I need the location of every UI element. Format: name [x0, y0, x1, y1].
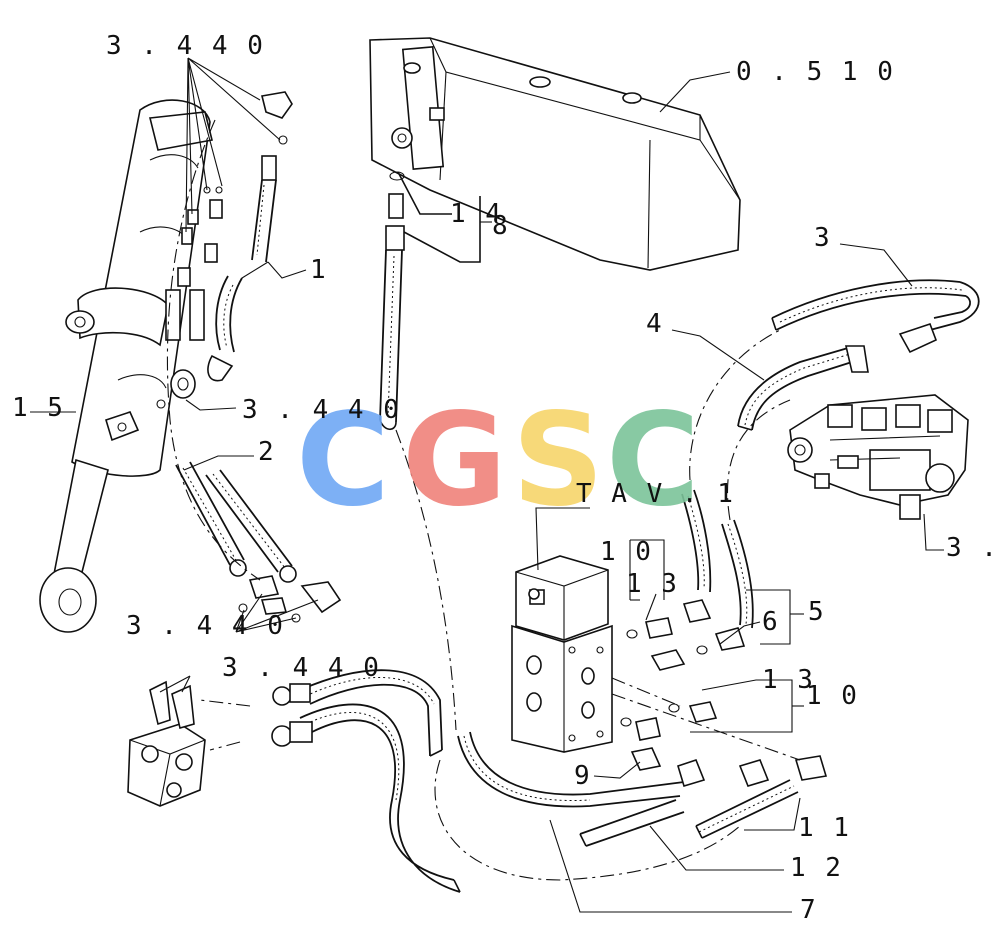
watermark-letter-1: C — [296, 386, 390, 535]
callout-labels: 3 . 4 4 0 0 . 5 1 0 1 1 4 8 1 5 3 . 4 4 … — [12, 31, 999, 925]
distributor-block — [511, 555, 613, 753]
fittings-group-top-left — [177, 91, 293, 287]
hose-4 — [737, 345, 869, 431]
watermark-letter-4: C — [606, 386, 700, 535]
hose-5 — [681, 489, 754, 651]
hose-7 — [271, 669, 461, 893]
callout-item-13-a: 1 3 — [626, 569, 679, 599]
tank-outlet-hose — [379, 171, 481, 431]
callout-bottom-left-ref-a: 3 . 4 4 0 — [126, 611, 285, 641]
block-fittings — [620, 617, 718, 771]
fittings-group-bottom — [238, 575, 342, 623]
callout-bottom-left-ref-b: 3 . 4 4 0 — [222, 653, 381, 683]
callout-item-2: 2 — [258, 437, 276, 467]
callout-item-3: 3 — [814, 223, 832, 253]
watermark-letter-3: S — [512, 386, 604, 535]
callout-valve-ref: 3 . — [946, 533, 999, 563]
callout-item-10-b: 1 0 — [806, 681, 859, 711]
hose-11 — [695, 755, 828, 839]
callout-tank-ref: 0 . 5 1 0 — [736, 57, 895, 87]
callout-item-11: 1 1 — [798, 813, 851, 843]
circuit-lines — [166, 119, 801, 881]
callout-item-12: 1 2 — [790, 853, 843, 883]
callout-item-7: 7 — [800, 895, 818, 925]
callout-item-9: 9 — [574, 761, 592, 791]
callout-item-4: 4 — [646, 309, 664, 339]
washer — [156, 369, 196, 409]
callout-item-6: 6 — [762, 607, 780, 637]
hydraulic-cylinder — [39, 99, 213, 633]
small-valve — [127, 680, 206, 807]
watermark-logo: C G S C — [296, 386, 700, 535]
watermark-letter-2: G — [402, 386, 507, 535]
callout-item-1: 1 — [310, 255, 328, 285]
callout-tav-ref: T A V . 1 — [576, 479, 735, 509]
callout-item-15: 1 5 — [12, 393, 65, 423]
callout-item-10-a: 1 0 — [600, 537, 653, 567]
callout-item-5: 5 — [808, 597, 826, 627]
hose-12 — [457, 731, 706, 847]
callout-item-8: 8 — [492, 211, 510, 241]
callout-item-14: 1 4 — [450, 199, 503, 229]
callout-item-13-b: 1 3 — [762, 665, 815, 695]
hose-2 — [175, 461, 297, 583]
callout-mid-left-ref: 3 . 4 4 0 — [242, 395, 401, 425]
hose-1 — [165, 155, 277, 382]
leader-lines — [30, 57, 944, 913]
callout-top-left-ref: 3 . 4 4 0 — [106, 31, 265, 61]
control-valve — [787, 394, 969, 520]
oil-tank — [369, 37, 741, 271]
hose-3 — [771, 279, 980, 354]
